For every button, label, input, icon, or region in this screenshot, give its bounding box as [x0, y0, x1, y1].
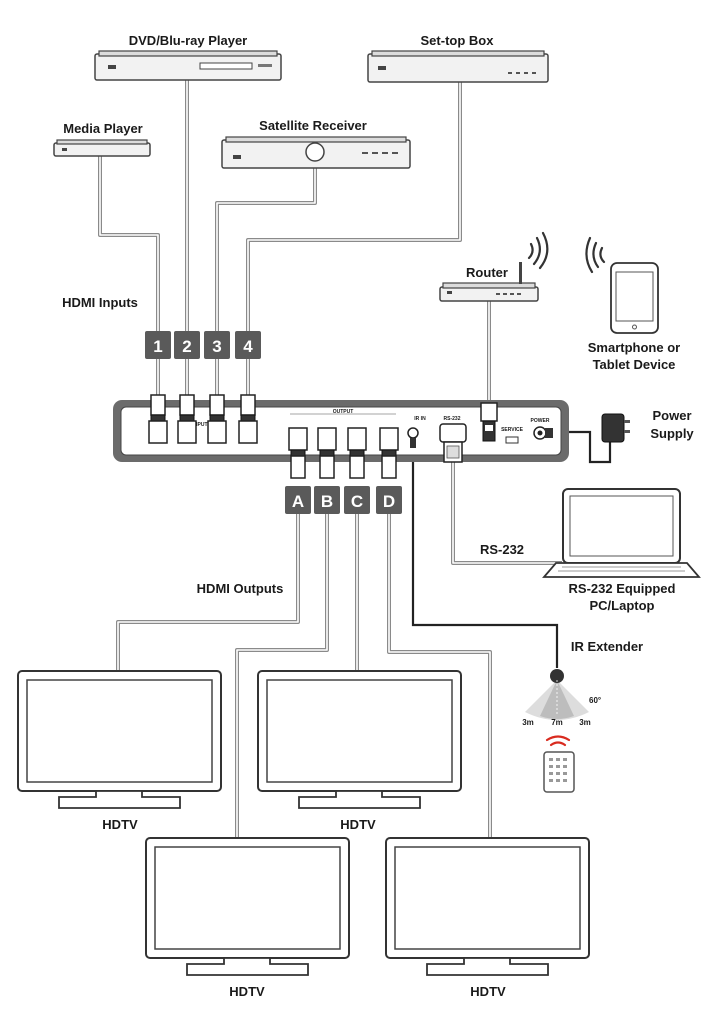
svg-text:SERVICE: SERVICE	[501, 427, 524, 433]
input-connector-2	[177, 394, 197, 444]
dvd-bluray-player	[94, 50, 282, 81]
power-label-line1: Power	[652, 408, 691, 423]
pc-label-line2: PC/Laptop	[590, 598, 655, 613]
output-badge-c: C	[344, 486, 370, 514]
service-port	[505, 436, 519, 444]
output-connectors	[288, 427, 399, 479]
svg-text:OUTPUT: OUTPUT	[333, 409, 354, 415]
settop-label: Set-top Box	[421, 33, 495, 48]
output-connector-d	[379, 427, 399, 479]
output-badge-b: B	[314, 486, 340, 514]
rs232-cable	[451, 460, 562, 565]
input-connector-3	[207, 394, 227, 444]
input-connector-4	[238, 394, 258, 444]
svg-text:4: 4	[243, 337, 253, 356]
output-badge-a: A	[285, 486, 311, 514]
input-badge-4: 4	[235, 331, 261, 359]
ir-range-center: 7m	[551, 718, 563, 727]
pc-label-line1: RS-232 Equipped	[569, 581, 676, 596]
svg-text:A: A	[292, 492, 304, 511]
svg-text:IR IN: IR IN	[414, 416, 426, 422]
hdtv-b	[145, 837, 350, 976]
remote-control	[543, 735, 575, 793]
output-connector-b	[317, 427, 337, 479]
ir-range-right: 3m	[579, 718, 591, 727]
input-badges: 1 2 3 4	[145, 331, 261, 359]
svg-text:1: 1	[153, 337, 162, 356]
svg-text:B: B	[321, 492, 333, 511]
ir-jack	[407, 427, 419, 448]
hdmi-outputs-label: HDMI Outputs	[197, 581, 284, 596]
hdmi-output-cables	[116, 500, 492, 840]
hdtv-d	[385, 837, 590, 976]
power-adapter	[601, 413, 630, 443]
input-connectors	[148, 394, 258, 444]
output-badge-d: D	[376, 486, 402, 514]
output-connector-a	[288, 427, 308, 479]
input-badge-2: 2	[174, 331, 200, 359]
router-label: Router	[466, 265, 508, 280]
hdtv-4-label: HDTV	[470, 984, 506, 999]
output-connector-c	[347, 427, 367, 479]
hdtv-c	[257, 670, 462, 809]
ir-extender-cable	[411, 445, 559, 668]
input-badge-3: 3	[204, 331, 230, 359]
hdtv-a	[17, 670, 222, 809]
svg-text:C: C	[351, 492, 363, 511]
output-badges: A B C D	[285, 486, 402, 514]
power-label-line2: Supply	[650, 426, 694, 441]
ir-range-left: 3m	[522, 718, 534, 727]
hdtv-3-label: HDTV	[229, 984, 265, 999]
hdmi-input-cables	[98, 80, 462, 395]
media-player	[53, 139, 151, 157]
smartphone-label-line1: Smartphone or	[588, 340, 680, 355]
wifi-icon	[527, 231, 549, 270]
svg-text:POWER: POWER	[531, 418, 550, 424]
rs232-connector	[439, 423, 467, 463]
rj45-connector	[480, 402, 498, 442]
hdtv-2-label: HDTV	[340, 817, 376, 832]
power-cable	[546, 430, 612, 464]
svg-text:INPUT: INPUT	[193, 422, 208, 428]
power-jack	[533, 426, 553, 440]
satellite-label: Satellite Receiver	[259, 118, 367, 133]
ir-extender-label: IR Extender	[571, 639, 643, 654]
svg-text:RS-232: RS-232	[444, 416, 461, 422]
svg-text:3: 3	[212, 337, 221, 356]
pc-laptop	[542, 488, 701, 578]
hdtv-1-label: HDTV	[102, 817, 138, 832]
tablet-device	[585, 236, 659, 334]
wireless-signal-icon	[585, 236, 606, 274]
satellite-receiver	[221, 136, 411, 169]
svg-text:2: 2	[182, 337, 191, 356]
smartphone-label-line2: Tablet Device	[593, 357, 676, 372]
ir-extender-sensor	[525, 669, 589, 720]
hdmi-inputs-label: HDMI Inputs	[62, 295, 138, 310]
input-connector-1	[148, 394, 168, 444]
input-badge-1: 1	[145, 331, 171, 359]
svg-text:D: D	[383, 492, 395, 511]
ir-angle-label: 60°	[589, 696, 601, 705]
set-top-box	[367, 50, 549, 83]
rs232-label: RS-232	[480, 542, 524, 557]
media-label: Media Player	[63, 121, 143, 136]
dvd-label: DVD/Blu-ray Player	[129, 33, 248, 48]
router	[439, 231, 549, 302]
